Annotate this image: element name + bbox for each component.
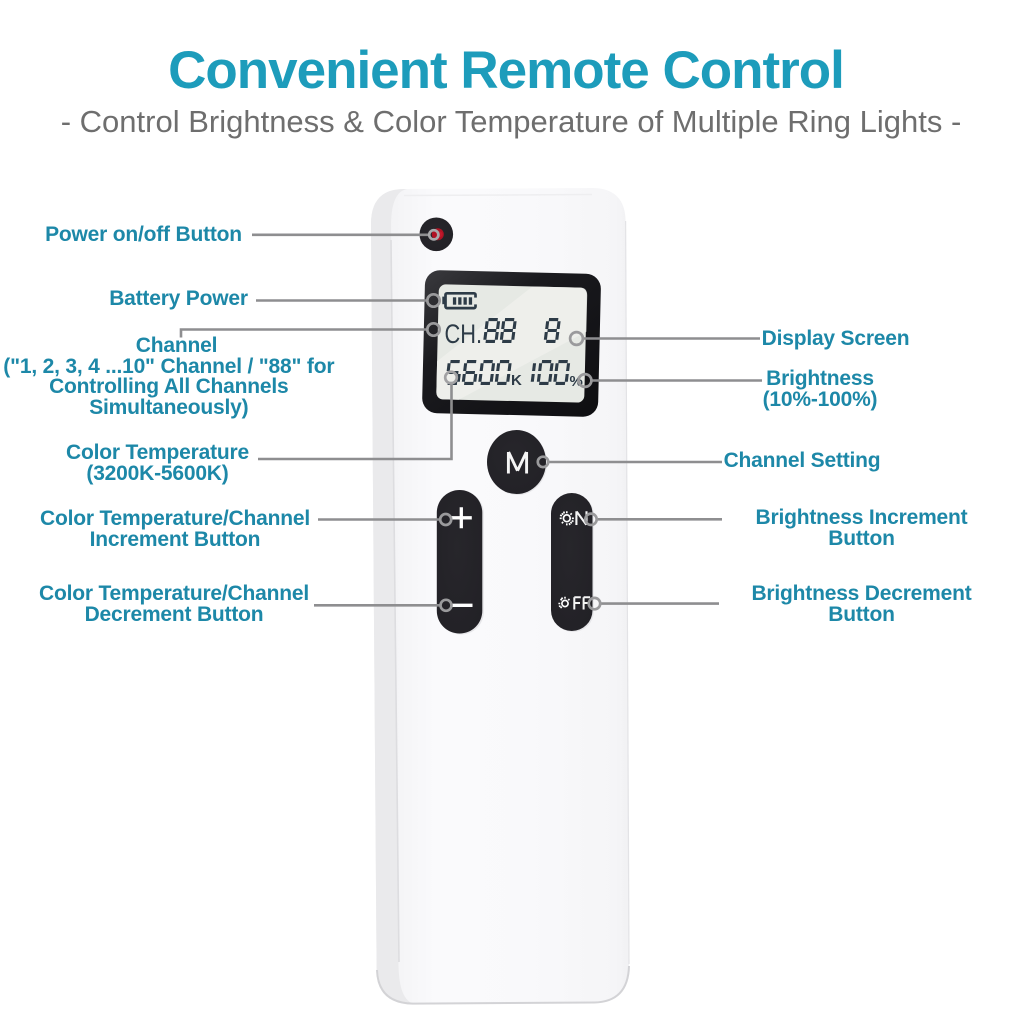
svg-text:K: K [511,372,522,389]
svg-text:CH.: CH. [445,319,483,349]
